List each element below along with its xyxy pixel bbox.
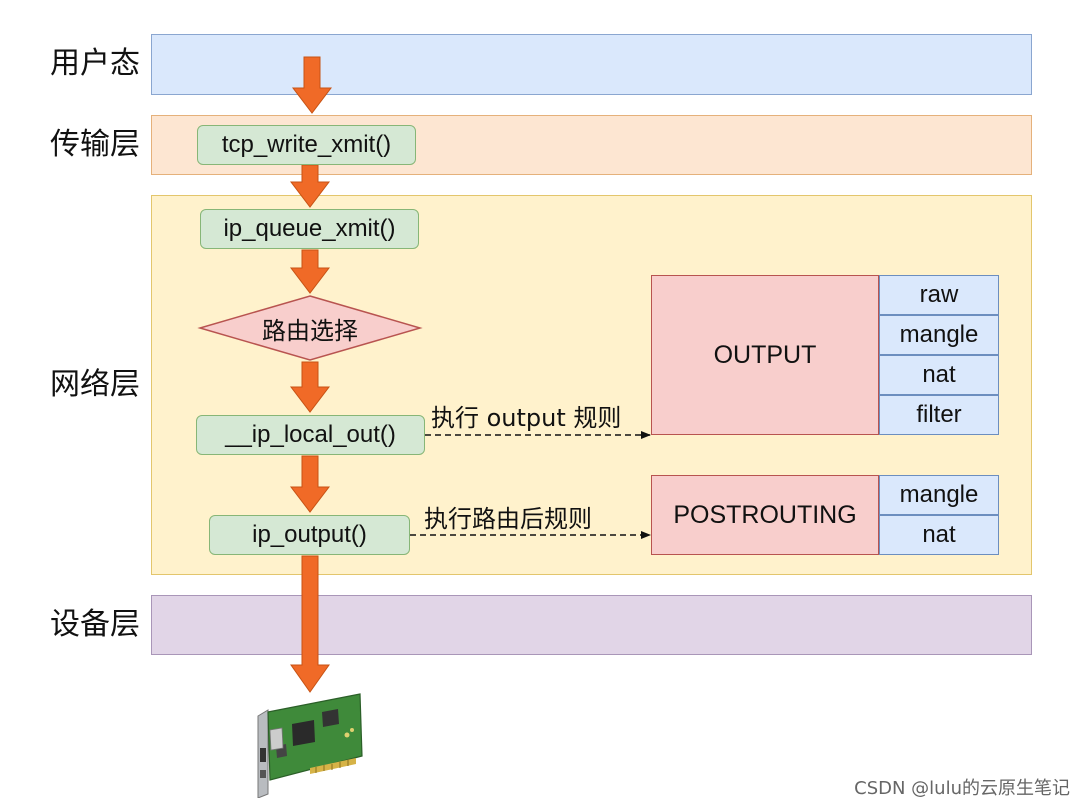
postrouting-table-nat: nat xyxy=(879,515,999,555)
flow-arrow xyxy=(290,555,330,693)
route-decision-label: 路由选择 xyxy=(262,316,358,345)
device-layer-band xyxy=(151,595,1032,655)
output-table-nat: nat xyxy=(879,355,999,395)
ip-local-out-box: __ip_local_out() xyxy=(196,415,425,455)
route-decision-diamond xyxy=(197,295,423,361)
user-space-label: 用户态 xyxy=(50,46,140,81)
flow-arrow xyxy=(291,56,333,114)
flow-arrow xyxy=(289,249,331,294)
transport-layer-label: 传输层 xyxy=(50,127,140,162)
user-space-band xyxy=(151,34,1032,95)
output-rule-label: 执行 output 规则 xyxy=(431,404,622,432)
network-layer-label: 网络层 xyxy=(50,367,140,402)
flow-arrow xyxy=(289,164,331,208)
ip-output-box: ip_output() xyxy=(209,515,410,555)
postrouting-table-mangle: mangle xyxy=(879,475,999,515)
device-layer-label: 设备层 xyxy=(50,607,140,642)
output-table-filter: filter xyxy=(879,395,999,435)
ip-queue-xmit-box: ip_queue_xmit() xyxy=(200,209,419,249)
watermark: CSDN @lulu的云原生笔记 xyxy=(854,778,1070,799)
postrouting-rule-label: 执行路由后规则 xyxy=(424,505,592,533)
postrouting-chain-box: POSTROUTING xyxy=(651,475,879,555)
flow-arrows xyxy=(289,56,333,693)
flow-arrow xyxy=(289,361,331,413)
output-table-raw: raw xyxy=(879,275,999,315)
network-card-icon xyxy=(257,693,363,798)
output-chain-box: OUTPUT xyxy=(651,275,879,435)
flow-arrow xyxy=(289,455,331,513)
tcp-write-xmit-box: tcp_write_xmit() xyxy=(197,125,416,165)
output-table-mangle: mangle xyxy=(879,315,999,355)
